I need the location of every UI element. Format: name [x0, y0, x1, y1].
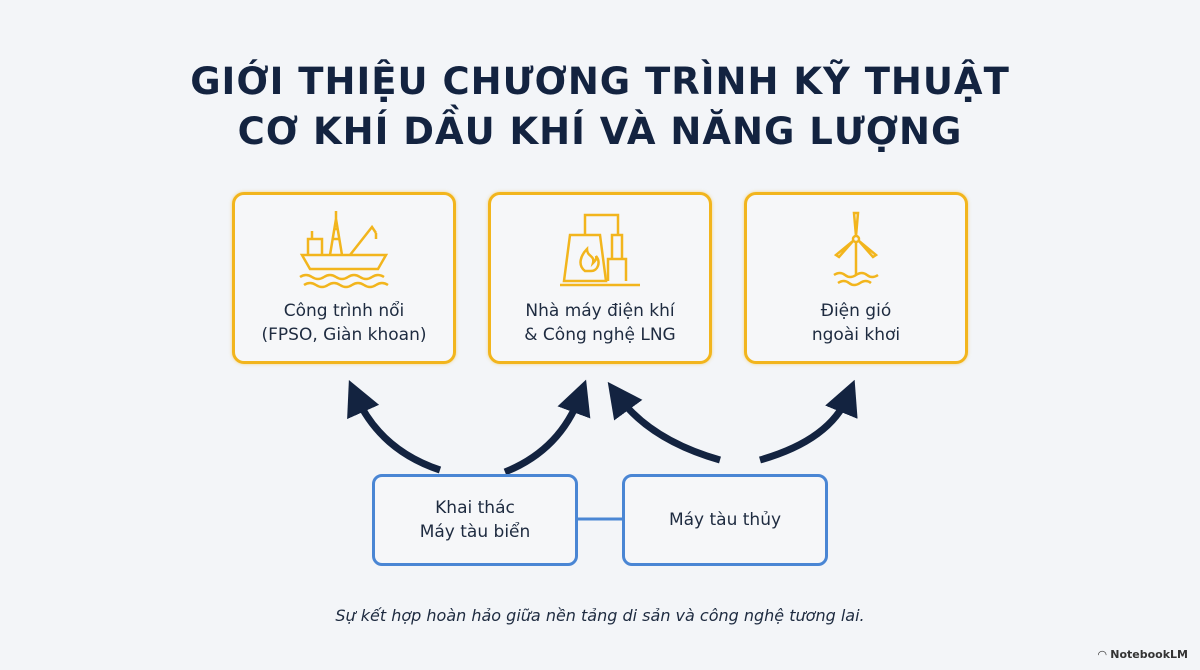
- offshore-ship-icon: [299, 211, 389, 289]
- logo-icon: ◠: [1097, 648, 1111, 661]
- card-line-1: Điện gió: [820, 301, 892, 321]
- card-offshore-wind: Điện gió ngoài khơi: [744, 192, 968, 364]
- box-line-1: Khai thác: [435, 498, 515, 518]
- card-line-1: Công trình nổi: [283, 301, 405, 321]
- notebooklm-logo: ◠ NotebookLM: [1098, 648, 1188, 661]
- title-line-1: GIỚI THIỆU CHƯƠNG TRÌNH KỸ THUẬT: [190, 60, 1010, 103]
- title-line-2: CƠ KHÍ DẦU KHÍ VÀ NĂNG LƯỢNG: [237, 110, 963, 153]
- arrow-to-gas-power-2: [607, 381, 721, 464]
- arrow-to-wind: [759, 379, 858, 464]
- card-gas-power-lng: Nhà máy điện khí & Công nghệ LNG: [488, 192, 712, 364]
- logo-text: NotebookLM: [1110, 648, 1188, 661]
- arrow-to-gas-power-1: [503, 379, 591, 476]
- card-line-2: ngoài khơi: [811, 325, 901, 345]
- box-ship-engine: Máy tàu thủy: [622, 474, 828, 566]
- wind-turbine-icon: [833, 211, 879, 287]
- box-line-1: Máy tàu thủy: [668, 510, 782, 530]
- card-line-1: Nhà máy điện khí: [525, 301, 675, 321]
- arrow-to-floating: [347, 380, 442, 474]
- card-floating-structures: Công trình nổi (FPSO, Giàn khoan): [232, 192, 456, 364]
- card-line-2: (FPSO, Giàn khoan): [261, 325, 427, 345]
- caption: Sự kết hợp hoàn hảo giữa nền tảng di sản…: [335, 606, 865, 625]
- box-line-2: Máy tàu biển: [419, 522, 531, 542]
- card-line-2: & Công nghệ LNG: [524, 325, 676, 345]
- power-plant-icon: [560, 213, 640, 287]
